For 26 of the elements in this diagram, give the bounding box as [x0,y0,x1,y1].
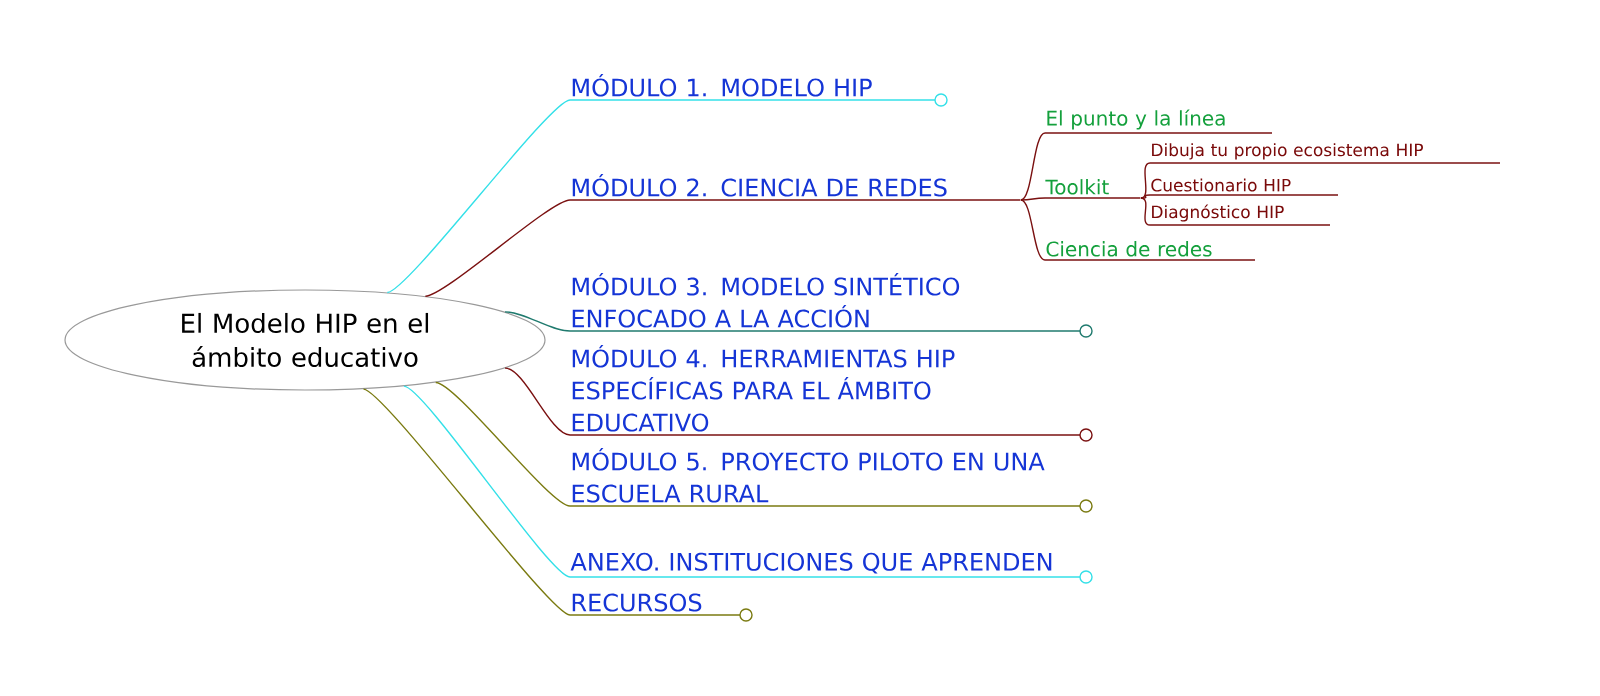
branch-label: MÓDULO 5. PROYECTO PILOTO EN UNA ESCUELA RURAL [572,448,1045,503]
connector [403,385,571,578]
connector [435,381,571,507]
branch-label: Ciencia de redes [1046,241,1212,257]
connector [1020,197,1046,201]
branch-label: El punto y la línea [1047,109,1225,130]
branch-label: Toolkit [1045,179,1109,195]
branch-label: MÓDULO 3. MODELO SINTÉTICO ENFOCADO A LA ACCIÓN [572,273,960,328]
connector [1140,194,1151,199]
branch-label: ANEXO. INSTITUCIONES QUE APRENDEN [570,552,1052,574]
branch-label: MÓDULO 4. HERRAMIENTAS HIP ESPECÍFICAS PARA EL ÁMBITO EDUCATIVO [572,345,955,432]
connector [1020,132,1046,201]
branch-label: Dibuja tu propio ecosistema HIP [1152,143,1423,160]
branch-label: RECURSOS [572,593,702,612]
connector [1020,199,1046,261]
connector [1140,162,1151,199]
branch-label: Diagnóstico HIP [1152,204,1284,222]
connector [504,367,571,436]
connector [362,388,571,616]
branch-label: MÓDULO 1. MODELO HIP [572,74,872,97]
connector [504,311,571,332]
branch-label: Cuestionario HIP [1151,178,1291,192]
connector [1140,197,1151,226]
connector [424,199,571,297]
connector [386,99,571,294]
branch-label: MÓDULO 2. CIENCIA DE REDES [572,174,947,197]
